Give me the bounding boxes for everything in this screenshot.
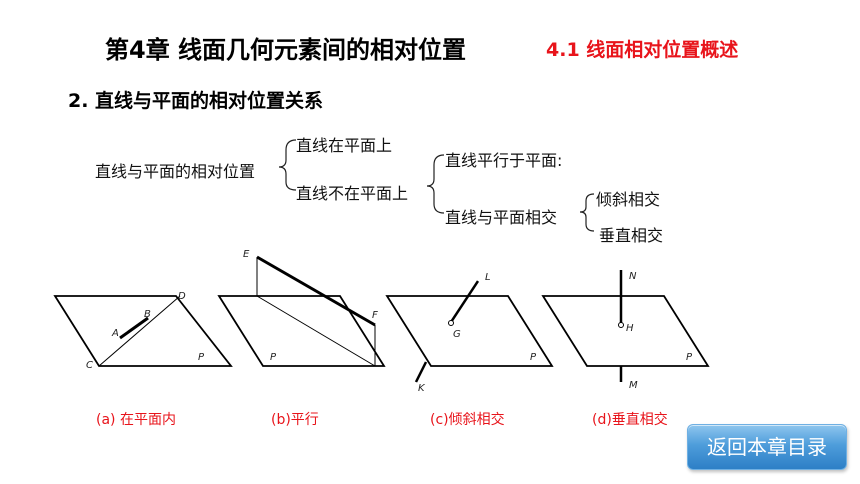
label-n: N	[629, 271, 637, 282]
back-to-chapter-toc-button[interactable]: 返回本章目录	[687, 424, 847, 470]
label-b: B	[144, 309, 151, 320]
label-e: E	[243, 249, 250, 260]
line-ab	[119, 316, 149, 340]
label-l: L	[485, 272, 491, 283]
tree-perpendicular-label: 垂直相交	[599, 226, 664, 245]
label-m: M	[629, 380, 638, 391]
diagonal-line-a	[98, 295, 181, 367]
label-f: F	[372, 310, 378, 321]
plane-d	[541, 295, 710, 367]
section-title: 4.1 线面相对位置概述	[546, 39, 739, 61]
figure-c: L G K P	[385, 272, 554, 394]
chapter-title: 第4章 线面几何元素间的相对位置	[105, 36, 467, 64]
brace-1	[278, 139, 297, 191]
tree-braces	[278, 139, 595, 232]
brace-3	[579, 193, 595, 232]
plane-b	[217, 295, 386, 367]
label-h: H	[626, 323, 634, 334]
subheading: 2. 直线与平面的相对位置关系	[68, 90, 324, 112]
caption-d: (d)垂直相交	[592, 412, 668, 428]
ef-projection	[256, 295, 376, 367]
point-h	[618, 322, 624, 328]
label-p-b: P	[270, 352, 277, 363]
label-g: G	[453, 329, 461, 340]
figure-b: E F P	[217, 249, 386, 367]
caption-b: (b)平行	[271, 412, 319, 428]
tree-on-plane-label: 直线在平面上	[296, 136, 393, 155]
figure-a: D B A C P	[53, 291, 233, 371]
caption-a: (a) 在平面内	[96, 412, 176, 428]
tree-parallel-label: 直线平行于平面:	[445, 151, 563, 170]
line-ef	[256, 255, 376, 327]
label-p-a: P	[198, 352, 205, 363]
label-p-d: P	[686, 352, 693, 363]
label-p-c: P	[530, 352, 537, 363]
label-k: K	[418, 383, 426, 394]
figure-d: N H M P	[541, 270, 710, 391]
label-c: C	[86, 360, 93, 371]
label-d: D	[178, 291, 186, 302]
plane-c	[385, 295, 554, 367]
tree-oblique-label: 倾斜相交	[596, 190, 661, 209]
tree-intersect-label: 直线与平面相交	[445, 208, 558, 227]
point-g	[448, 320, 454, 326]
label-a: A	[111, 328, 119, 339]
line-gl	[449, 280, 480, 323]
brace-2	[426, 154, 445, 214]
line-k	[414, 361, 428, 383]
plane-a	[53, 295, 233, 367]
tree-not-on-plane-label: 直线不在平面上	[296, 184, 409, 203]
caption-c: (c)倾斜相交	[430, 412, 505, 428]
tree-root-label: 直线与平面的相对位置	[95, 162, 256, 181]
